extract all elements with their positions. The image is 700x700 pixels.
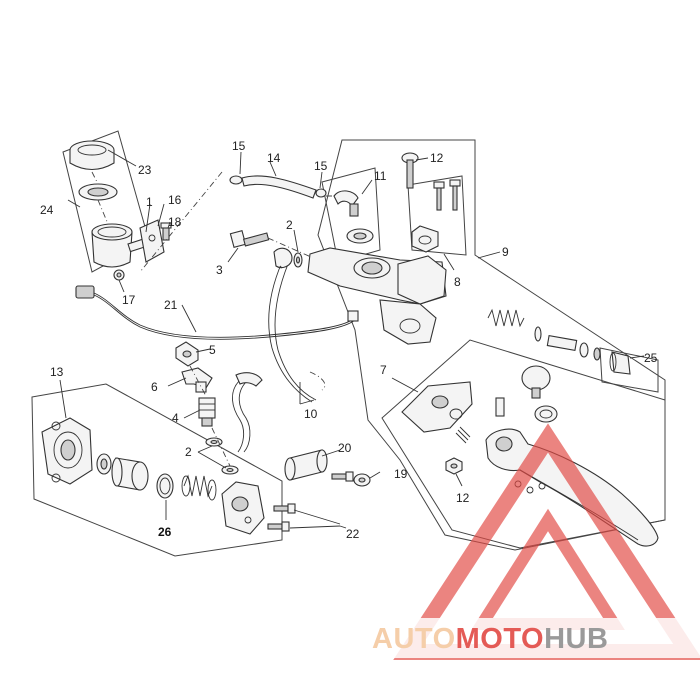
master-cylinder-body — [41, 417, 93, 485]
callout-12-top: 12 — [430, 151, 444, 165]
callout-15-left: 15 — [232, 139, 246, 153]
adjuster-spring — [487, 308, 525, 328]
lever-pin — [495, 397, 505, 417]
callout-13: 13 — [50, 365, 64, 379]
copper-washer-top — [293, 252, 303, 268]
reservoir-clip — [113, 269, 125, 281]
callout-25: 25 — [644, 351, 658, 365]
callout-12-bottom: 12 — [456, 491, 470, 505]
pushrod-boot — [593, 347, 631, 375]
banjo-elbow-fitting — [333, 190, 359, 217]
lever-bolt-cap — [353, 473, 371, 487]
frame-lever-group — [381, 339, 666, 549]
leader-lines — [59, 149, 645, 529]
watermark-text-auto: AUTO — [372, 623, 456, 655]
watermark-text-hub: HUB — [544, 623, 608, 655]
callout-6: 6 — [151, 380, 158, 394]
cylinder-end-cap — [221, 481, 265, 535]
mirror-mount-bolt — [401, 152, 419, 189]
handlebar-clamp — [411, 225, 439, 253]
callout-14: 14 — [267, 151, 281, 165]
clamp-bolt-a — [433, 181, 445, 211]
callout-5: 5 — [209, 343, 216, 357]
copper-washer-low-b — [221, 465, 239, 475]
frame-fitting-group — [321, 167, 381, 263]
set-screw — [455, 426, 471, 444]
callout-26: 26 — [158, 525, 172, 539]
callout-15-right: 15 — [314, 159, 328, 173]
lever-housing-body — [307, 247, 447, 345]
knob-o-ring — [534, 405, 558, 423]
hose-fitting-adapter — [198, 397, 216, 427]
hose-fitting-nut — [175, 341, 199, 367]
callout-22: 22 — [346, 527, 360, 541]
brake-hose — [232, 261, 317, 453]
piston — [111, 457, 149, 491]
reservoir-diaphragm — [78, 183, 118, 201]
callout-9: 9 — [502, 245, 509, 259]
callout-23: 23 — [138, 163, 152, 177]
watermark-triangle-inner — [471, 508, 625, 630]
frame-pushrod-group — [599, 347, 659, 393]
adjuster-knob — [521, 365, 551, 399]
reservoir-hose — [229, 175, 327, 199]
lever-pivot-bracket — [401, 381, 473, 433]
cover-screw-c — [267, 521, 290, 532]
adjuster-pushrod — [546, 335, 589, 358]
callout-1: 1 — [146, 195, 153, 209]
callout-19: 19 — [394, 467, 408, 481]
banjo-bolt — [229, 230, 270, 248]
callout-3: 3 — [216, 263, 223, 277]
cover-screw-b — [273, 503, 296, 514]
reservoir-screw — [160, 222, 172, 241]
fitting-grommet — [346, 228, 374, 244]
callout-17: 17 — [122, 293, 136, 307]
watermark-text-moto: MOTO — [456, 623, 544, 655]
watermark-text: AUTOMOTOHUB — [372, 623, 608, 655]
reservoir-bracket — [139, 219, 165, 263]
reservoir-cap — [69, 140, 115, 171]
pivot-pin — [284, 449, 328, 481]
frame-master-cylinder-group — [31, 383, 283, 557]
frame-bolts-group — [407, 175, 467, 256]
callout-labels: 23 24 1 16 18 17 21 5 6 4 2 3 2 15 14 15… — [40, 139, 658, 541]
lever-nut — [445, 457, 463, 475]
callout-24: 24 — [40, 203, 54, 217]
callout-2-bottom: 2 — [185, 445, 192, 459]
callout-7: 7 — [380, 363, 387, 377]
clamp-bolt-b — [449, 179, 461, 211]
callout-16: 16 — [168, 193, 182, 207]
piston-seal — [96, 453, 112, 475]
banjo-fitting — [273, 247, 293, 269]
watermark-band — [368, 618, 700, 658]
cover-screw-a — [331, 471, 354, 482]
o-ring — [156, 473, 174, 499]
callout-11: 11 — [374, 169, 387, 183]
callout-4: 4 — [172, 411, 179, 425]
callout-18: 18 — [168, 215, 182, 229]
callout-10: 10 — [304, 407, 318, 421]
callout-2-top: 2 — [286, 218, 293, 232]
return-spring — [181, 474, 217, 501]
watermark-logo: AUTOMOTOHUB — [368, 423, 700, 660]
callout-8: 8 — [454, 275, 461, 289]
hose-fitting-elbow — [181, 367, 213, 393]
callout-20: 20 — [338, 441, 352, 455]
brake-light-switch-cable — [75, 285, 359, 340]
callout-21: 21 — [164, 298, 178, 312]
adjuster-washer — [534, 326, 542, 342]
